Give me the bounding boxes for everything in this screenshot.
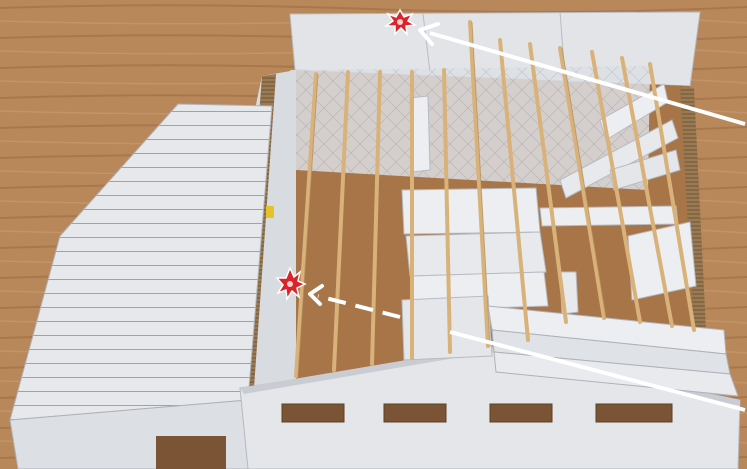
- front-window-2: [383, 403, 447, 423]
- front-window-4: [595, 403, 673, 423]
- arrow-to-roof-edge: [418, 22, 746, 126]
- front-window-1: [281, 403, 345, 423]
- front-window-3: [489, 403, 553, 423]
- main-front-wall-top-edge: [240, 346, 740, 406]
- arrow-to-inner-wall: [308, 284, 401, 319]
- arrow-to-front-wall: [449, 330, 746, 412]
- roof-edge-explosion-marker: [383, 8, 418, 37]
- yellow-block: [266, 206, 274, 218]
- fallen-roof-panels: [401, 83, 739, 397]
- roof-sticks: [294, 20, 696, 378]
- inner-wall-explosion-marker: [275, 266, 307, 302]
- side-building-door: [156, 436, 226, 469]
- right-wall-corrugated-edge: [680, 86, 706, 332]
